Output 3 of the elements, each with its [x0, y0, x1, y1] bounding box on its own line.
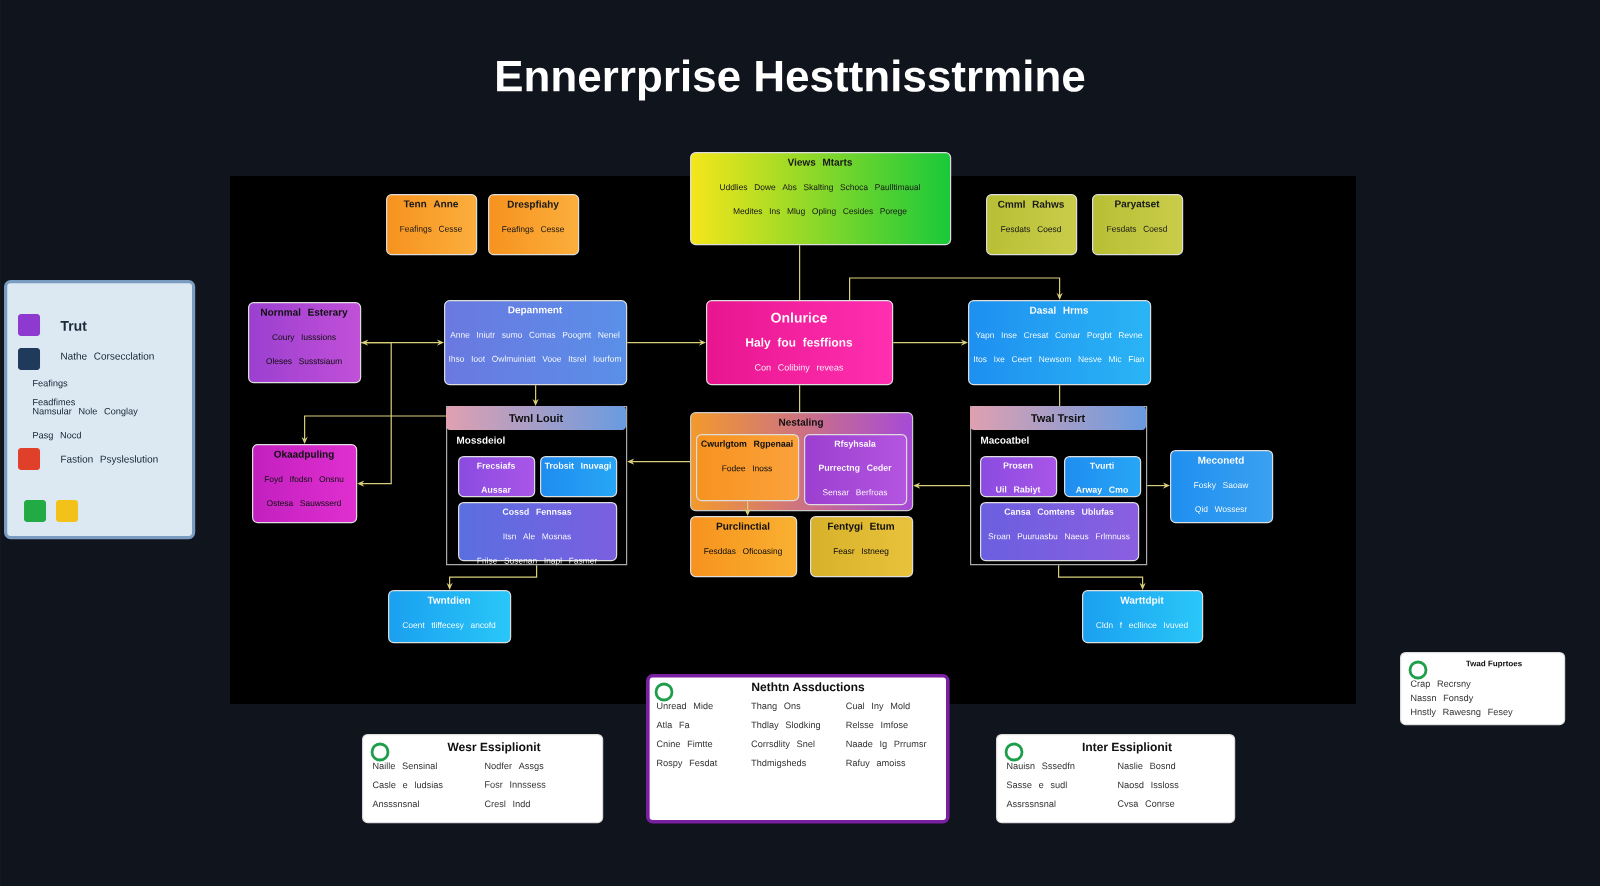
title: Ennerrprise Hesttnisstrmine — [497, 59, 1085, 101]
arrow — [849, 277, 1063, 301]
arrow — [1058, 564, 1146, 590]
